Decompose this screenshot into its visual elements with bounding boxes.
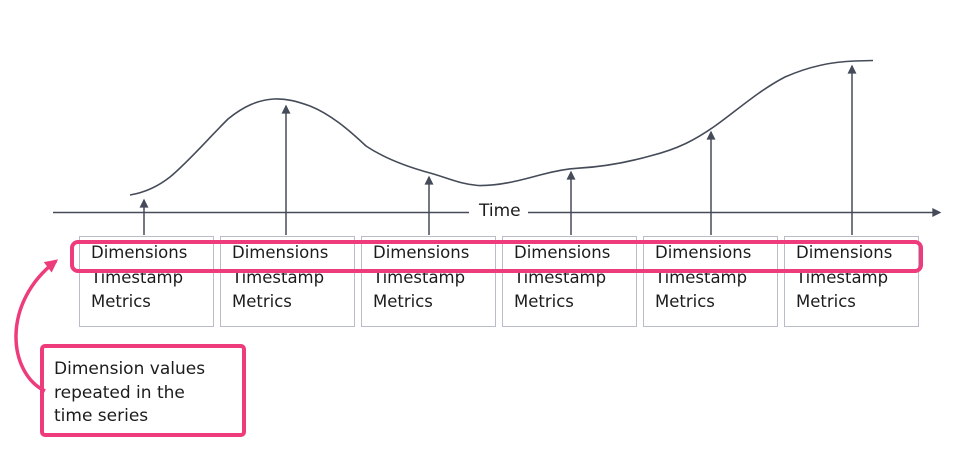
record-card: Dimensions Timestamp Metrics xyxy=(361,236,496,327)
dimensions-highlight-band xyxy=(70,240,923,273)
record-metrics-label: Metrics xyxy=(514,292,574,312)
annotation-line: repeated in the xyxy=(54,382,185,403)
record-card: Dimensions Timestamp Metrics xyxy=(79,236,214,327)
record-metrics-label: Metrics xyxy=(232,292,292,312)
record-card: Dimensions Timestamp Metrics xyxy=(784,236,919,327)
record-dimensions-label: Dimensions xyxy=(91,243,188,262)
record-dimensions-label: Dimensions xyxy=(655,243,752,262)
annotation-line: time series xyxy=(54,406,149,427)
record-metrics-label: Metrics xyxy=(373,292,433,312)
record-card: Dimensions Timestamp Metrics xyxy=(502,236,637,327)
record-row: Dimensions Timestamp Metrics Dimensions … xyxy=(79,236,919,327)
annotation-callout: Dimension values repeated in the time se… xyxy=(40,344,246,437)
record-dimensions-label: Dimensions xyxy=(373,243,470,262)
record-dimensions-label: Dimensions xyxy=(232,243,329,262)
record-dimensions-label: Dimensions xyxy=(514,243,611,262)
time-series-curve xyxy=(129,59,874,196)
annotation-line: Dimension values xyxy=(54,359,206,379)
record-card: Dimensions Timestamp Metrics xyxy=(643,236,778,327)
record-metrics-label: Metrics xyxy=(91,292,151,312)
record-card: Dimensions Timestamp Metrics xyxy=(220,236,355,327)
time-axis-label: Time xyxy=(476,201,524,221)
record-metrics-label: Metrics xyxy=(655,292,715,312)
record-metrics-label: Metrics xyxy=(796,292,856,312)
record-dimensions-label: Dimensions xyxy=(796,243,893,262)
